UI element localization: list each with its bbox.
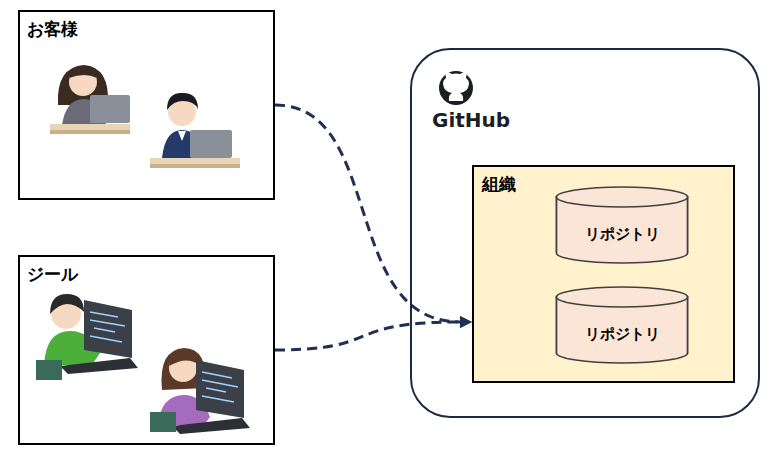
- customer-figure: [50, 65, 130, 134]
- developer-figure: [150, 348, 250, 434]
- group-box: ジール: [18, 255, 275, 445]
- repository-cylinder: リポジトリ: [554, 285, 690, 365]
- group-box: お客様: [18, 10, 275, 200]
- node-label: 組織: [482, 173, 516, 196]
- github-logo: [439, 71, 473, 105]
- dashed-connector: [275, 105, 472, 328]
- node-label: リポジトリ: [554, 225, 690, 244]
- platform-box: GitHub組織リポジトリリポジトリ: [410, 48, 760, 418]
- repository-cylinder: リポジトリ: [554, 185, 690, 265]
- organization-box: 組織リポジトリリポジトリ: [472, 165, 735, 383]
- customer-figure: [150, 93, 240, 168]
- node-label: ジール: [27, 263, 78, 286]
- node-label: お客様: [27, 18, 78, 41]
- node-label: リポジトリ: [554, 325, 690, 344]
- dashed-connector: [275, 316, 472, 350]
- developer-figure: [36, 294, 138, 380]
- node-label: GitHub: [432, 108, 510, 132]
